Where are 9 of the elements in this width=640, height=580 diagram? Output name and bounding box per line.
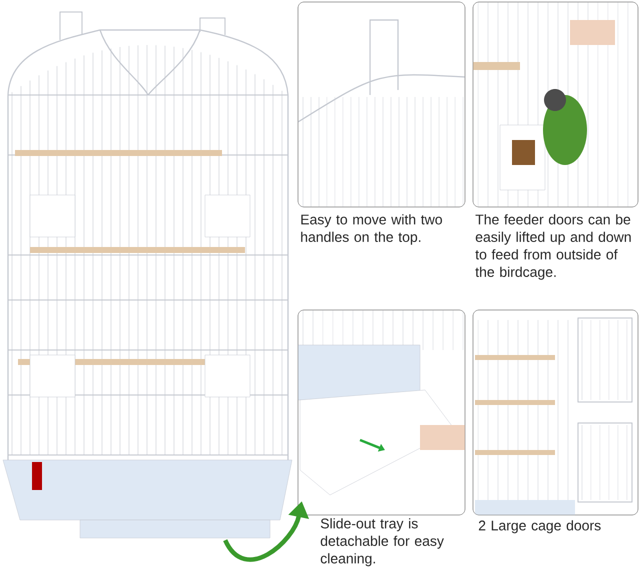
- photo-panel: [298, 2, 466, 208]
- caption-text: Slide-out tray is detachable for easy cleaning.: [320, 518, 444, 566]
- photo-panel: [472, 2, 638, 208]
- caption-text: 2 Large cage doors: [478, 520, 601, 534]
- caption-text: Easy to move with two handles on the top.: [301, 214, 442, 245]
- photo-panel: [298, 310, 466, 516]
- cage-drawing: [2, 12, 292, 538]
- photo-panel: [472, 310, 638, 516]
- caption-text: The feeder doors can be easily lifted up and down to feed from outside of the birdcage.: [475, 214, 631, 280]
